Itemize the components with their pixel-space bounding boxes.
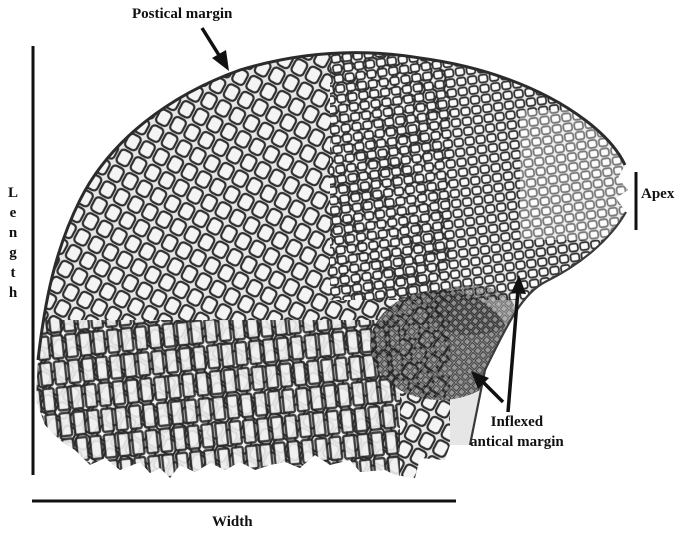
inflexed-label-line2: antical margin <box>470 432 564 452</box>
postical-margin-arrow <box>202 28 229 71</box>
inflexed-antical-margin-label: Inflexed antical margin <box>470 412 564 452</box>
apex-label: Apex <box>641 186 674 203</box>
length-label-letter: e <box>6 203 20 223</box>
length-label-letter: n <box>6 223 20 243</box>
length-label-letter: g <box>6 243 20 263</box>
length-label-letter: L <box>6 183 20 203</box>
inflexed-label-line1: Inflexed <box>470 412 564 432</box>
length-label-letter: h <box>6 283 20 303</box>
length-label-letter: t <box>6 263 20 283</box>
width-label: Width <box>212 514 253 531</box>
postical-margin-label: Postical margin <box>132 6 232 23</box>
